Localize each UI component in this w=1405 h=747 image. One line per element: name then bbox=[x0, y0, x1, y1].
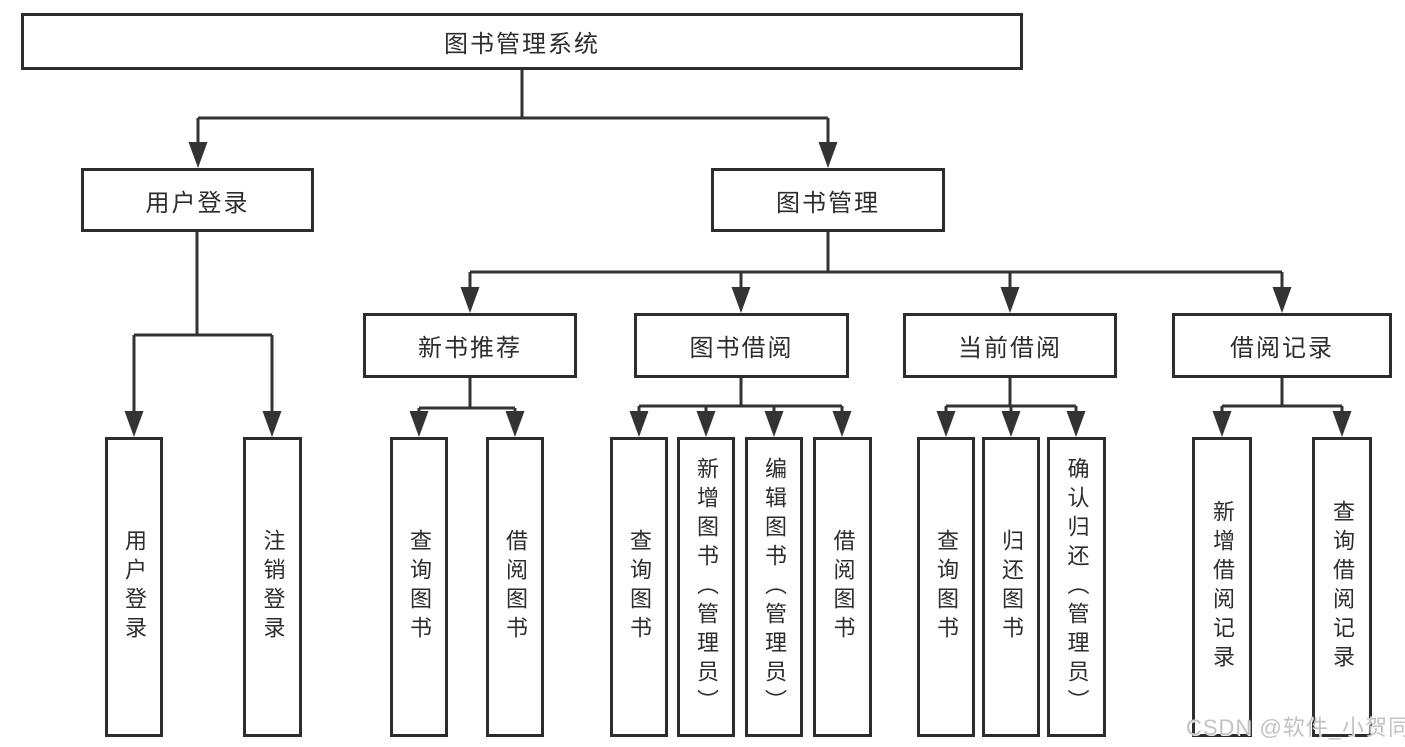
leaf-logout-label: 注销登录 bbox=[260, 529, 286, 645]
node-book-management: 图书管理 bbox=[711, 168, 945, 232]
leaf-add-book-admin-label: 新增图书（管理员） bbox=[694, 456, 719, 718]
node-borrow-record: 借阅记录 bbox=[1172, 313, 1392, 378]
leaf-add-borrow-record-label: 新增借阅记录 bbox=[1210, 500, 1235, 674]
node-user-login: 用户登录 bbox=[81, 168, 314, 232]
leaf-borrow-books-recommend: 借阅图书 bbox=[486, 437, 544, 737]
leaf-edit-book-admin: 编辑图书（管理员） bbox=[745, 437, 803, 737]
leaf-query-books-borrow: 查询图书 bbox=[610, 437, 668, 737]
leaf-user-login: 用户登录 bbox=[105, 437, 163, 737]
leaf-confirm-return-admin-label: 确认归还（管理员） bbox=[1064, 456, 1090, 718]
node-user-login-label: 用户登录 bbox=[145, 189, 250, 217]
node-new-book-recommend: 新书推荐 bbox=[363, 313, 577, 378]
csdn-watermark: CSDN @软件_小贺同学 bbox=[1186, 715, 1405, 740]
leaf-query-books-current: 查询图书 bbox=[917, 437, 975, 737]
leaf-user-login-label: 用户登录 bbox=[122, 529, 147, 645]
leaf-add-borrow-record: 新增借阅记录 bbox=[1192, 437, 1252, 737]
leaf-borrow-books: 借阅图书 bbox=[813, 437, 872, 737]
leaf-return-book-label: 归还图书 bbox=[999, 529, 1024, 645]
node-root-label: 图书管理系统 bbox=[444, 31, 600, 58]
leaf-borrow-books-label: 借阅图书 bbox=[830, 529, 856, 645]
leaf-confirm-return-admin: 确认归还（管理员） bbox=[1047, 437, 1106, 737]
node-book-borrow: 图书借阅 bbox=[634, 313, 849, 378]
node-current-borrow: 当前借阅 bbox=[903, 313, 1117, 378]
node-book-borrow-label: 图书借阅 bbox=[689, 335, 794, 362]
node-new-book-recommend-label: 新书推荐 bbox=[418, 335, 522, 362]
leaf-edit-book-admin-label: 编辑图书（管理员） bbox=[762, 456, 787, 718]
leaf-query-borrow-record-label: 查询借阅记录 bbox=[1330, 500, 1355, 674]
leaf-query-books-recommend: 查询图书 bbox=[390, 437, 448, 737]
leaf-query-books-recommend-label: 查询图书 bbox=[407, 529, 432, 645]
node-current-borrow-label: 当前借阅 bbox=[958, 335, 1062, 362]
node-book-management-label: 图书管理 bbox=[776, 189, 880, 217]
leaf-query-borrow-record: 查询借阅记录 bbox=[1312, 437, 1372, 737]
leaf-query-books-borrow-label: 查询图书 bbox=[627, 529, 652, 645]
leaf-query-books-current-label: 查询图书 bbox=[934, 529, 959, 645]
leaf-return-book: 归还图书 bbox=[982, 437, 1040, 737]
leaf-borrow-books-recommend-label: 借阅图书 bbox=[503, 529, 528, 645]
leaf-logout: 注销登录 bbox=[243, 437, 302, 737]
node-root: 图书管理系统 bbox=[21, 13, 1023, 70]
node-borrow-record-label: 借阅记录 bbox=[1230, 335, 1334, 362]
leaf-add-book-admin: 新增图书（管理员） bbox=[677, 437, 735, 737]
